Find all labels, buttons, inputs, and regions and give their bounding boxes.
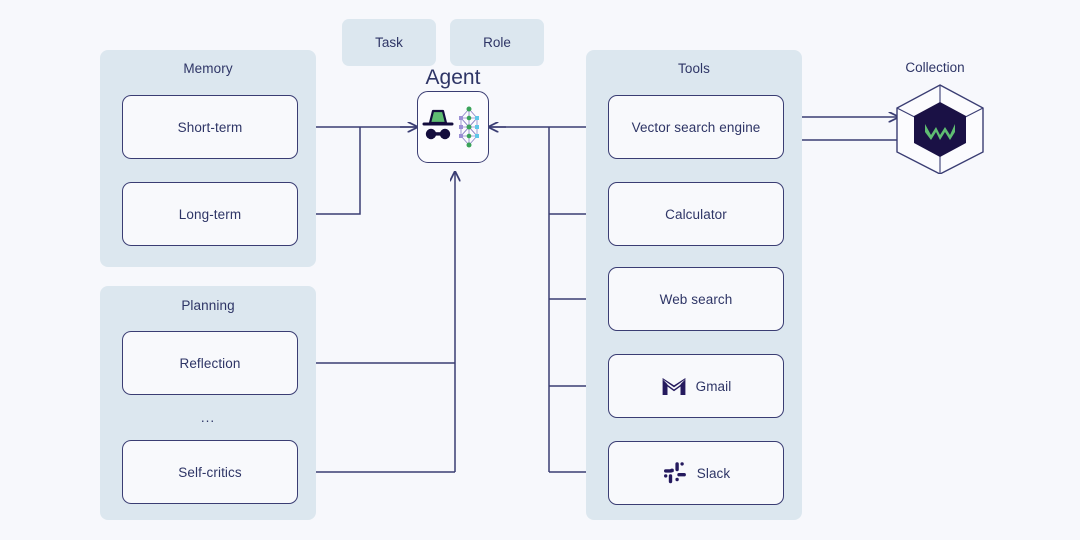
node-long-term-label: Long-term xyxy=(178,206,242,222)
collection-title: Collection xyxy=(905,60,965,75)
panel-tools-title: Tools xyxy=(677,61,710,76)
weaviate-hexagon-icon xyxy=(896,84,984,175)
panel-memory-title: Memory xyxy=(183,61,233,76)
node-slack-label: Slack xyxy=(696,465,731,481)
agent-hat-network-icon xyxy=(422,106,479,148)
node-gmail-label: Gmail xyxy=(695,378,732,394)
node-short-term[interactable]: Short-term xyxy=(122,95,298,159)
node-gmail[interactable]: Gmail xyxy=(608,354,784,418)
node-self-critics-label: Self-critics xyxy=(178,464,242,480)
node-slack[interactable]: Slack xyxy=(608,441,784,505)
node-calculator-label: Calculator xyxy=(665,206,727,222)
node-web-search-label: Web search xyxy=(659,291,733,307)
chip-role-label: Role xyxy=(483,35,511,50)
agent-node[interactable] xyxy=(417,91,489,163)
node-calculator[interactable]: Calculator xyxy=(608,182,784,246)
panel-planning-title: Planning xyxy=(181,298,235,313)
node-long-term[interactable]: Long-term xyxy=(122,182,298,246)
chip-role[interactable]: Role xyxy=(450,19,544,66)
node-reflection-label: Reflection xyxy=(179,355,241,371)
node-vector-search-engine[interactable]: Vector search engine xyxy=(608,95,784,159)
chip-task-label: Task xyxy=(375,35,403,50)
node-reflection[interactable]: Reflection xyxy=(122,331,298,395)
agent-title: Agent xyxy=(425,66,481,89)
node-short-term-label: Short-term xyxy=(177,119,243,135)
collection-node[interactable] xyxy=(890,82,990,175)
planning-ellipsis: ... xyxy=(200,410,216,425)
node-web-search[interactable]: Web search xyxy=(608,267,784,331)
node-vector-search-engine-label: Vector search engine xyxy=(631,119,761,135)
node-self-critics[interactable]: Self-critics xyxy=(122,440,298,504)
chip-task[interactable]: Task xyxy=(342,19,436,66)
slack-icon xyxy=(663,462,686,484)
gmail-icon xyxy=(662,377,686,395)
